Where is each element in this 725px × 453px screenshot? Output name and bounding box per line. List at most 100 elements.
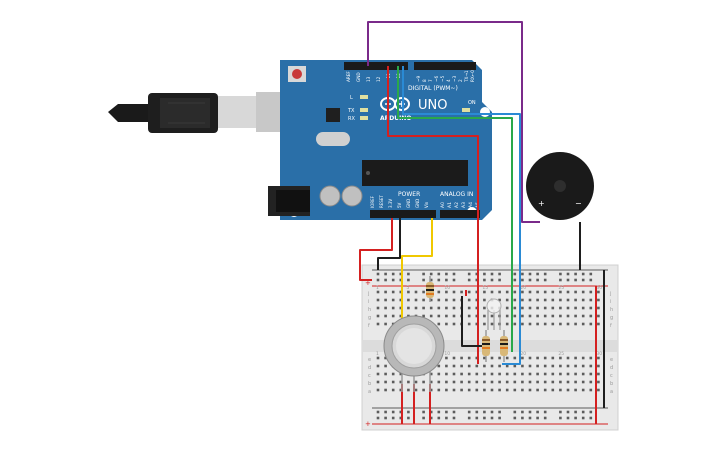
digital-pin-label: 12	[376, 76, 381, 82]
row-letter: d	[610, 365, 613, 371]
digital-pin-label: ~3	[452, 75, 457, 82]
column-number: 10	[444, 351, 450, 357]
power-header-label: POWER	[398, 191, 420, 198]
row-letter: i	[368, 299, 369, 305]
power-pin-label: GND	[415, 199, 420, 208]
rail-plus-label: +	[365, 420, 371, 428]
power-pin-label: IOREF	[370, 195, 375, 208]
power-header	[370, 210, 436, 218]
column-number: 30	[596, 351, 602, 357]
row-letter: e	[610, 357, 613, 363]
row-letter: a	[368, 389, 371, 395]
row-letter: d	[368, 365, 371, 371]
column-number: 5	[406, 285, 409, 291]
digital-pin-label: 4	[446, 79, 451, 82]
breadboard-column-numbers: 115510101515202025253030	[376, 285, 602, 357]
column-number: 1	[376, 351, 379, 357]
column-number: 20	[520, 285, 526, 291]
wire-black-gnd[interactable]	[377, 218, 401, 270]
digital-pin-label: 8	[422, 79, 427, 82]
analog-pin-label: A4	[468, 202, 474, 208]
digital-pin-label: 2	[458, 79, 463, 82]
column-number: 10	[444, 285, 450, 291]
column-number: 25	[558, 285, 564, 291]
crystal	[316, 132, 350, 146]
piezo-buzzer[interactable]: + −	[526, 152, 594, 220]
analog-pin-label: A0	[440, 202, 446, 208]
usb-cable[interactable]	[108, 92, 290, 133]
board-brand: ARDUINO	[380, 115, 411, 122]
led-rx-label: RX	[348, 116, 355, 122]
row-letter: c	[610, 373, 613, 379]
digital-pin-label: 13	[366, 76, 371, 82]
wire-red-d9[interactable]	[387, 66, 479, 364]
resistor[interactable]	[500, 330, 508, 362]
gas-sensor[interactable]	[383, 315, 445, 392]
digital-pin-label: TX→1	[464, 70, 469, 83]
power-pin-label: RESET	[379, 195, 384, 208]
column-number: 1	[376, 285, 379, 291]
capacitor	[319, 185, 341, 207]
row-letter: j	[609, 291, 611, 297]
digital-pin-label: 7	[428, 79, 433, 82]
power-pin-label: GND	[406, 199, 411, 208]
usb-chip	[326, 108, 340, 122]
rail-plus-label: +	[365, 279, 371, 287]
wire-black-center[interactable]	[461, 296, 486, 347]
row-letter: h	[368, 307, 371, 313]
analog-pin-label: A3	[461, 202, 467, 208]
wire-yellow-a0[interactable]	[401, 218, 433, 322]
row-letter: f	[368, 323, 370, 329]
digital-pin-label: ~9	[416, 75, 421, 82]
resistor[interactable]	[482, 330, 490, 362]
digital-header-label: DIGITAL (PWM~)	[408, 85, 458, 92]
row-letter: b	[610, 381, 613, 387]
row-letter: c	[368, 373, 371, 379]
microcontroller-chip	[362, 160, 468, 186]
digital-header-left	[344, 62, 408, 70]
row-letter: g	[368, 315, 371, 321]
led-l-label: L	[350, 95, 353, 101]
board-model-name: UNO	[418, 98, 447, 113]
rgb-led[interactable]	[486, 298, 502, 330]
power-pin-label: 5V	[397, 202, 402, 208]
digital-pin-label: ~6	[434, 75, 439, 82]
wire-purple[interactable]	[367, 21, 540, 223]
buzzer-minus-label: −	[575, 199, 582, 208]
power-pin-label: 3.3V	[388, 199, 393, 208]
digital-pin-label: RX←0	[470, 70, 475, 82]
row-letter: b	[368, 381, 371, 387]
column-number: 15	[482, 285, 488, 291]
led-on-label: ON	[468, 100, 476, 106]
wire-blue[interactable]	[402, 66, 521, 365]
led-tx-label: TX	[347, 108, 355, 114]
row-letter: i	[610, 299, 611, 305]
digital-pin-label: GND	[356, 72, 361, 82]
analog-pin-label: A1	[447, 202, 453, 208]
column-number: 20	[520, 351, 526, 357]
wires	[359, 21, 605, 424]
resistor[interactable]	[426, 276, 434, 302]
row-letter: g	[610, 315, 613, 321]
buzzer-plus-label: +	[538, 199, 545, 208]
wire-green[interactable]	[397, 66, 513, 352]
column-number: 25	[558, 351, 564, 357]
row-letter: e	[368, 357, 371, 363]
row-letter: f	[610, 323, 612, 329]
capacitor	[341, 185, 363, 207]
analog-pin-label: A2	[454, 202, 460, 208]
mount-hole	[480, 107, 490, 117]
analog-header-label: ANALOG IN	[440, 191, 473, 198]
digital-pin-label: AREF	[346, 71, 351, 82]
row-letter: h	[610, 307, 613, 313]
digital-pin-label: ~5	[440, 75, 445, 82]
analog-header	[440, 210, 480, 218]
row-letter: j	[367, 291, 369, 297]
digital-header-right	[414, 62, 476, 70]
column-number: 30	[596, 285, 602, 291]
wire-red-5v[interactable]	[359, 218, 393, 281]
